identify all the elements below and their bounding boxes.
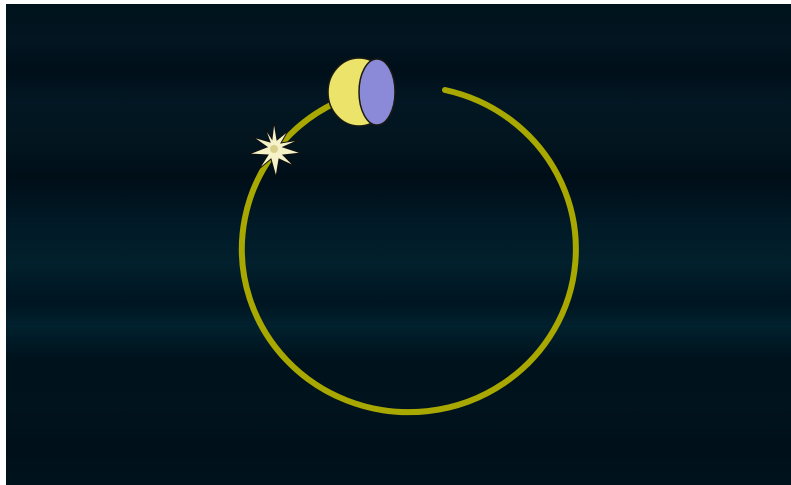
star-core	[270, 145, 278, 153]
moon-dark-side	[358, 58, 396, 126]
moon-icon	[327, 57, 396, 127]
orbit-diagram	[238, 57, 579, 416]
star-icon	[248, 121, 302, 178]
orbit-path	[238, 87, 579, 416]
canvas	[6, 4, 791, 485]
